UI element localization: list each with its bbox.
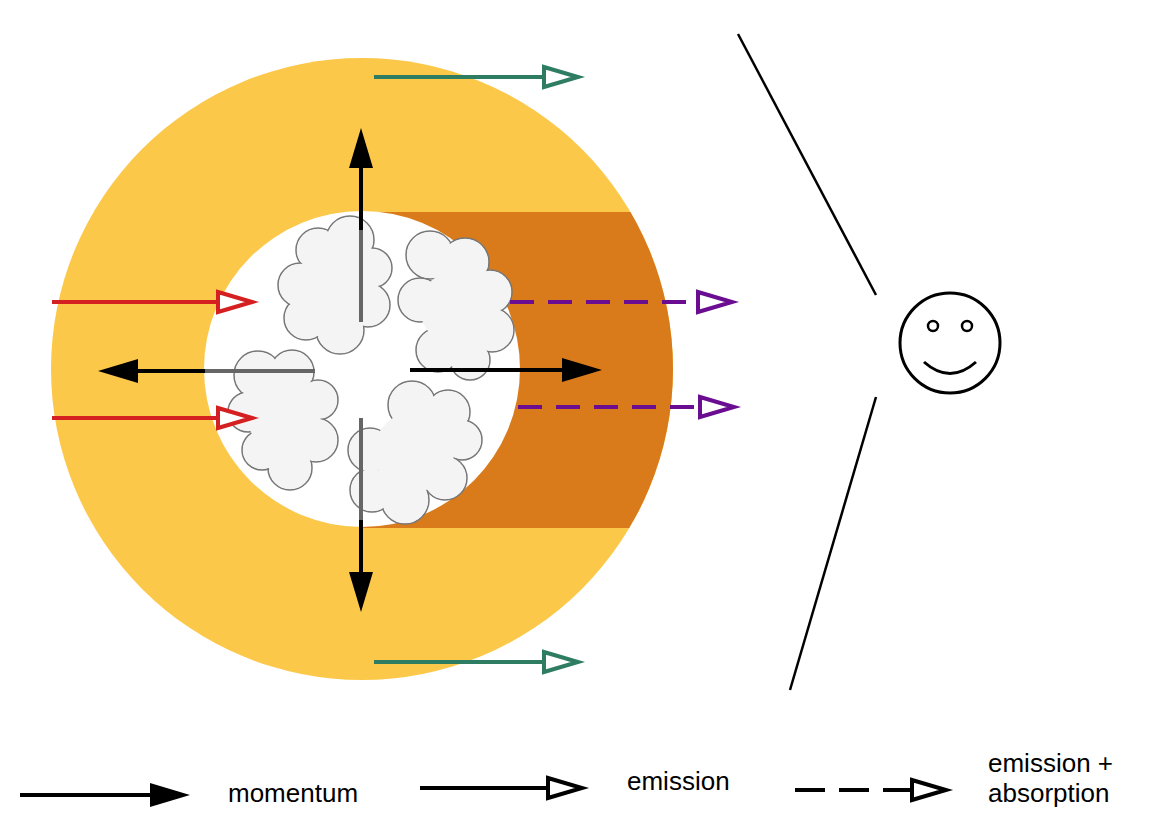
emission-arrows-edge xyxy=(374,67,578,672)
observer xyxy=(738,34,1000,690)
legend-label: momentum xyxy=(228,778,408,808)
legend-label: emission xyxy=(627,766,787,796)
absorbed-emission-arrows xyxy=(510,292,734,417)
momentum-arrows xyxy=(98,128,602,612)
emission-arrows-left xyxy=(52,292,252,428)
legend-samples xyxy=(20,778,946,807)
legend-label: emission + absorption xyxy=(988,748,1148,808)
outer-shell xyxy=(51,58,673,680)
absorbing-band xyxy=(362,212,692,528)
